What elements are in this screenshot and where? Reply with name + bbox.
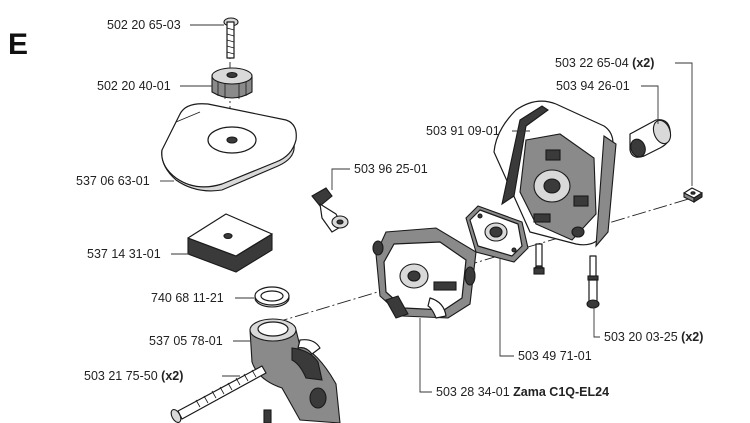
bolt-part-right	[586, 255, 600, 309]
leader-503-94-26-01	[641, 85, 659, 124]
callout-537-14-31-01: 537 14 31-01	[87, 247, 161, 261]
o-ring-part	[254, 286, 290, 308]
callout-503-96-25-01: 503 96 25-01	[354, 162, 428, 176]
callout-537-05-78-01: 537 05 78-01	[149, 334, 223, 348]
square-nut-part	[683, 187, 703, 203]
screw-part	[223, 17, 239, 59]
callout-537-06-63-01: 537 06 63-01	[76, 174, 150, 188]
leader-503-96-25-01	[331, 168, 350, 190]
callout-503-22-65-04: 503 22 65-04 (x2)	[555, 56, 654, 70]
bolt-part-left	[533, 243, 545, 275]
callout-503-28-34-01: 503 28 34-01 Zama C1Q-EL24	[436, 385, 609, 399]
callout-740-68-11-21: 740 68 11-21	[151, 291, 224, 305]
callout-503-20-03-25: 503 20 03-25 (x2)	[604, 330, 703, 344]
carburetor-housing-part	[493, 100, 617, 248]
intake-elbow-part	[249, 318, 341, 423]
leader-503-28-34-01	[419, 318, 432, 393]
gasket-part	[465, 205, 529, 263]
leader-503-20-03-25	[593, 306, 600, 338]
axis-line-main	[273, 197, 693, 324]
carburetor-part	[372, 227, 477, 319]
filter-cover-part	[161, 103, 297, 192]
throttle-link-part	[311, 187, 349, 233]
callout-503-94-26-01: 503 94 26-01	[556, 79, 630, 93]
leader-503-49-71-01	[499, 258, 514, 357]
leader-503-22-65-04	[675, 62, 693, 186]
callout-502-20-40-01: 502 20 40-01	[97, 79, 171, 93]
callout-503-21-75-50: 503 21 75-50 (x2)	[84, 369, 183, 383]
callout-503-49-71-01: 503 49 71-01	[518, 349, 592, 363]
callout-502-20-65-03: 502 20 65-03	[107, 18, 181, 32]
section-letter: E	[8, 28, 28, 61]
sleeve-part	[629, 119, 672, 158]
filter-element-part	[187, 213, 273, 273]
knob-nut-part	[211, 67, 253, 99]
long-screw-part	[170, 365, 267, 423]
callout-503-91-09-01: 503 91 09-01	[426, 124, 500, 138]
